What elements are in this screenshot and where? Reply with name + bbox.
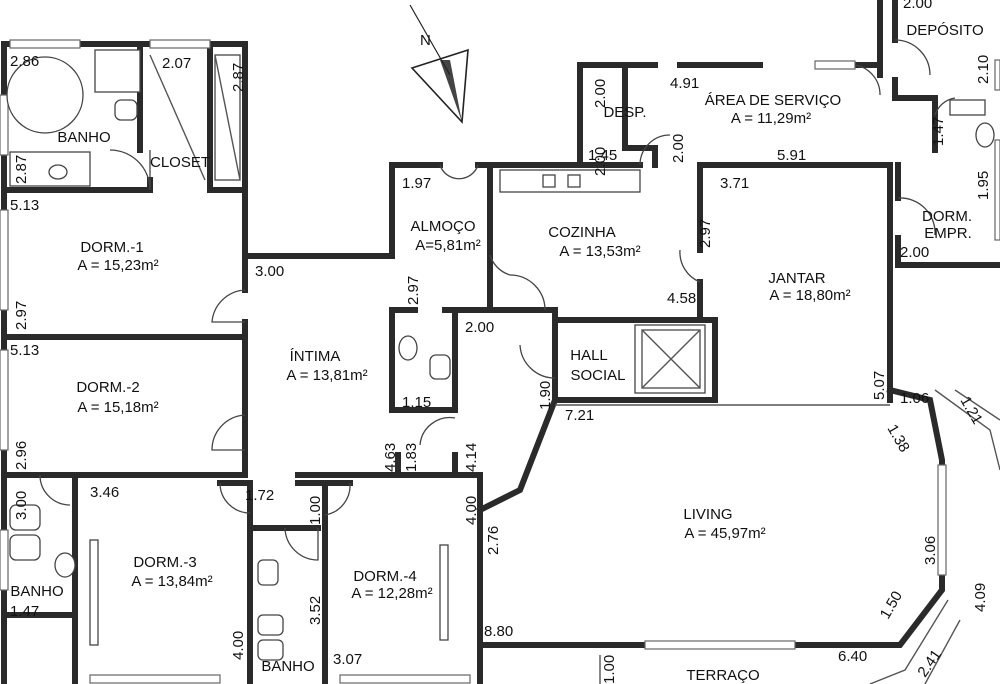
doors: [39, 39, 956, 561]
dim-label: 1.95: [975, 171, 992, 200]
room-area-servico-name: ÁREA DE SERVIÇO: [705, 92, 841, 109]
dim-label: 8.80: [484, 623, 513, 640]
dim-label: 4.00: [230, 631, 247, 660]
dim-label: 1.00: [601, 655, 618, 684]
room-dorm-2-area: A = 15,18m²: [77, 399, 158, 416]
room-banho-2-name: BANHO: [10, 583, 63, 600]
dim-label: 1.90: [537, 381, 554, 410]
dim-label: 4.63: [382, 443, 399, 472]
room-desp-name: DESP.: [603, 104, 646, 121]
room-deposito-name: DEPÓSITO: [906, 22, 983, 39]
room-banho-3-name: BANHO: [261, 658, 314, 675]
room-dorm-3-name: DORM.-3: [133, 554, 196, 571]
fixtures: [6, 49, 995, 661]
dim-label: 1.06: [900, 390, 929, 407]
dim-label: 2.10: [975, 55, 992, 84]
dim-label: 4.09: [972, 583, 989, 612]
room-intima-area: A = 13,81m²: [286, 367, 367, 384]
room-dorm-empr-name: DORM.: [922, 208, 972, 225]
dim-label: 2.00: [900, 244, 929, 261]
dim-label: 2.00: [903, 0, 932, 12]
dim-label: 1.83: [403, 443, 420, 472]
dim-label: 1.21: [957, 394, 986, 428]
dim-label: 3.00: [13, 491, 30, 520]
dim-label: 3.46: [90, 484, 119, 501]
dim-label: 5.13: [10, 197, 39, 214]
elevator: [634, 324, 706, 394]
dimension-labels: 2.86 2.07 5.13 3.00 5.13 3.46 1.47 1.72 …: [10, 0, 932, 668]
dim-label: 2.41: [914, 647, 945, 681]
room-closet-name: CLOSET: [150, 154, 210, 171]
dim-label: 2.87: [13, 155, 30, 184]
dim-label: 1.50: [877, 588, 906, 622]
dim-label: 2.07: [162, 55, 191, 72]
dim-label: 1.00: [307, 496, 324, 525]
room-cozinha-area: A = 13,53m²: [559, 243, 640, 260]
room-living-area: A = 45,97m²: [684, 525, 765, 542]
dim-label: 2.76: [485, 526, 502, 555]
dim-label: 2.97: [405, 276, 422, 305]
dim-label: 2.00: [592, 147, 609, 176]
room-dorm-empr-line2: EMPR.: [924, 225, 972, 242]
room-dorm-3-area: A = 13,84m²: [131, 573, 212, 590]
room-banho-1-name: BANHO: [57, 129, 110, 146]
dim-label: 5.91: [777, 147, 806, 164]
dim-label: 2.87: [230, 63, 247, 92]
room-jantar-name: JANTAR: [768, 270, 825, 287]
dim-label: 6.40: [838, 648, 867, 665]
north-arrow-icon: N: [409, 4, 469, 124]
room-jantar-area: A = 18,80m²: [769, 287, 850, 304]
dim-label: 3.00: [255, 263, 284, 280]
dim-label: 2.97: [13, 301, 30, 330]
room-almoco-area: A=5,81m²: [415, 237, 480, 254]
windows: [0, 39, 1000, 684]
dim-label: 1.47: [10, 603, 39, 620]
dim-label: 1.47: [930, 117, 947, 146]
room-labels: BANHO CLOSET DORM.-1 A = 15,23m² DORM.-2…: [10, 22, 983, 684]
room-dorm-2-name: DORM.-2: [76, 379, 139, 396]
dim-label: 3.71: [720, 175, 749, 192]
room-cozinha-name: COZINHA: [548, 224, 616, 241]
room-hall-social-line2: SOCIAL: [570, 367, 625, 384]
room-dorm-1-area: A = 15,23m²: [77, 257, 158, 274]
dim-label: 4.91: [670, 75, 699, 92]
room-dorm-1-name: DORM.-1: [80, 239, 143, 256]
dim-label: 2.86: [10, 53, 39, 70]
room-intima-name: ÍNTIMA: [290, 348, 341, 365]
dim-label: 5.13: [10, 342, 39, 359]
dim-label: 2.96: [13, 441, 30, 470]
dim-label: 3.06: [922, 536, 939, 565]
dim-label: 7.21: [565, 407, 594, 424]
room-dorm-4-name: DORM.-4: [353, 568, 416, 585]
dim-label: 3.52: [307, 596, 324, 625]
room-dorm-4-area: A = 12,28m²: [351, 585, 432, 602]
dim-label: 1.97: [402, 175, 431, 192]
dim-label: 4.14: [463, 443, 480, 472]
room-living-name: LIVING: [683, 506, 732, 523]
dim-label: 4.00: [463, 496, 480, 525]
dim-label: 2.00: [592, 79, 609, 108]
dim-label: 2.00: [670, 134, 687, 163]
dim-label: 2.97: [697, 219, 714, 248]
dim-label: 5.07: [871, 371, 888, 400]
room-terraco-name: TERRAÇO: [686, 667, 759, 684]
dim-label: 4.58: [667, 290, 696, 307]
dim-label: 2.00: [465, 319, 494, 336]
room-area-servico-area: A = 11,29m²: [731, 110, 811, 127]
north-label: N: [420, 32, 431, 49]
dim-label: 1.72: [245, 487, 274, 504]
dim-label: 1.45: [588, 147, 617, 164]
dim-label: 1.38: [884, 422, 913, 456]
room-almoco-name: ALMOÇO: [410, 218, 475, 235]
dim-label: 3.07: [333, 651, 362, 668]
room-hall-social-name: HALL: [570, 347, 608, 364]
dim-label: 1.15: [402, 394, 431, 411]
